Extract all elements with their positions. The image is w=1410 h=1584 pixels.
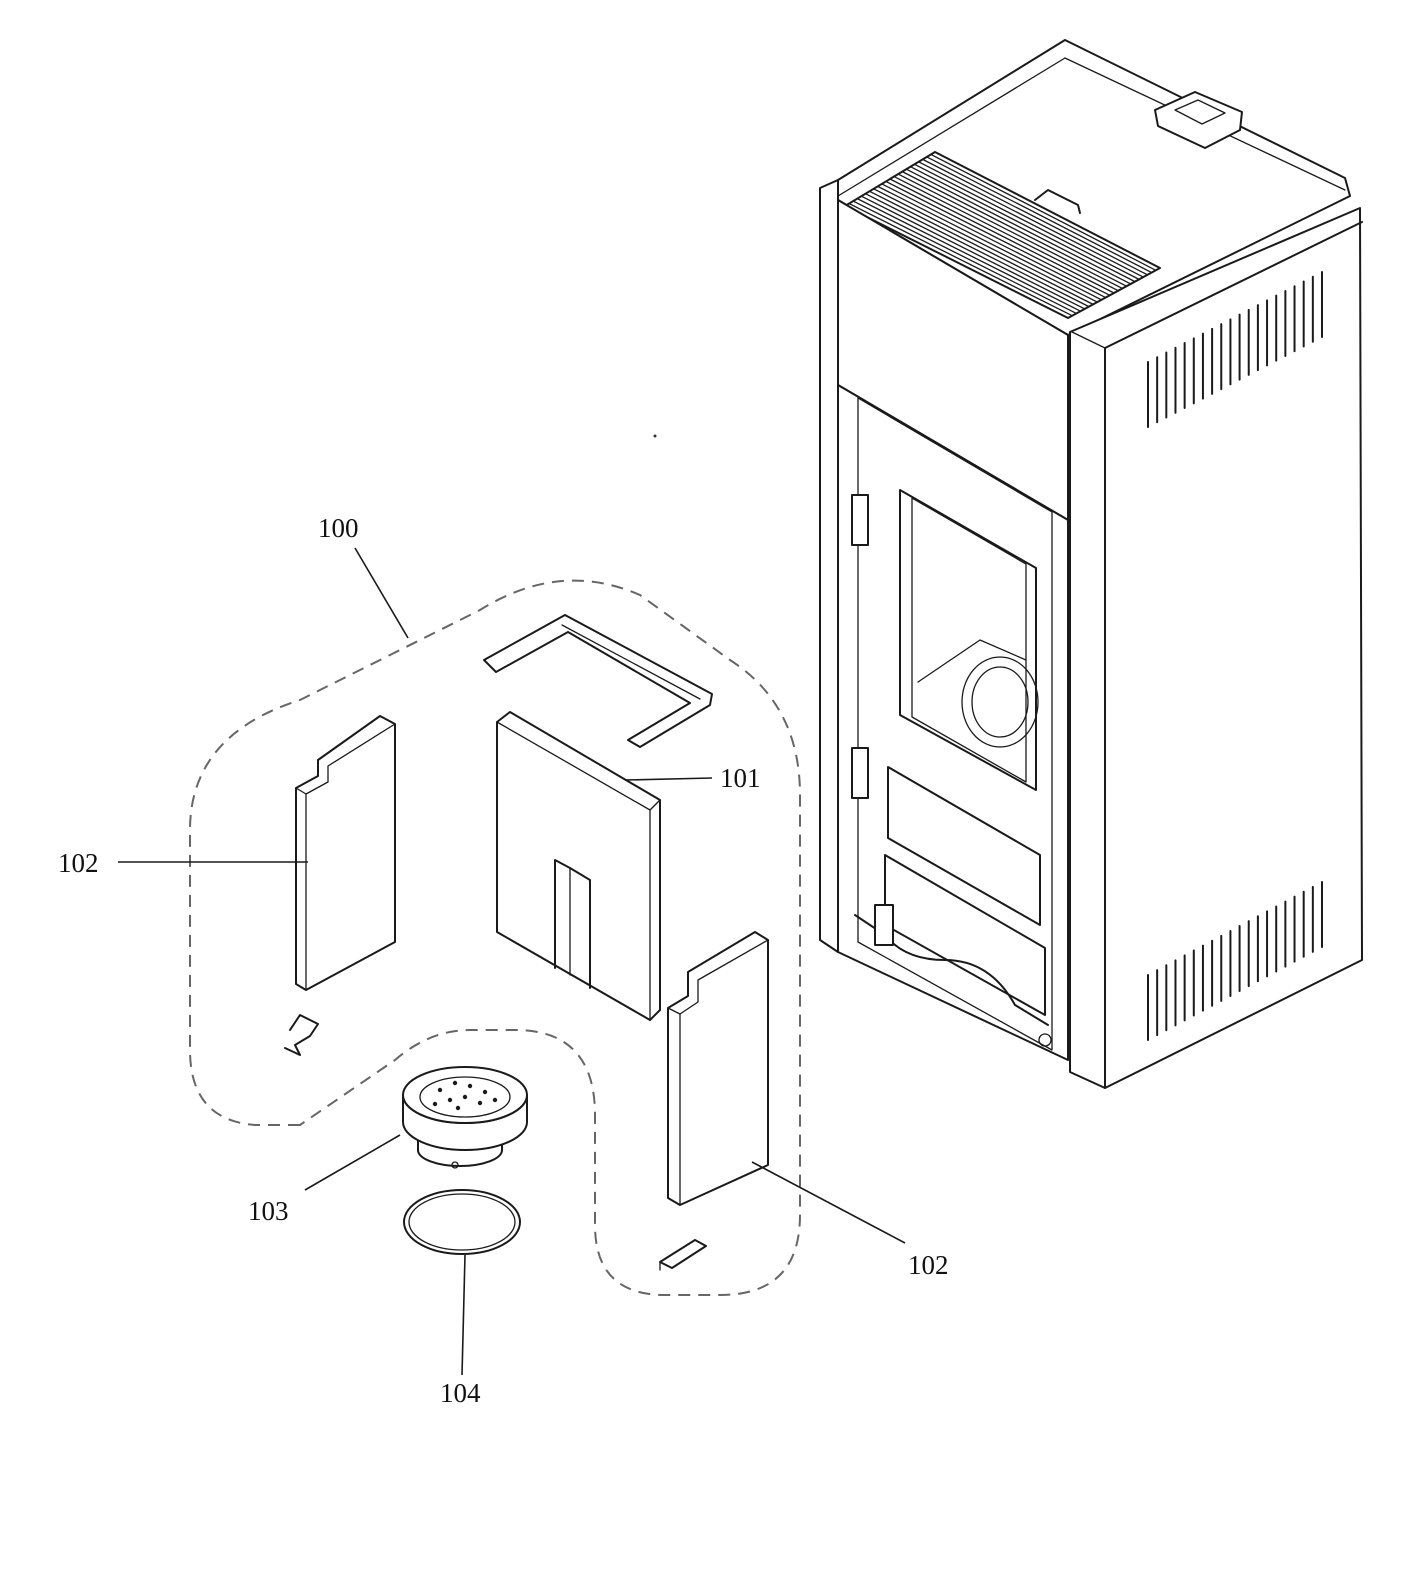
air-hole (437, 1087, 443, 1093)
grille-bar (885, 180, 1111, 296)
grille-bar (905, 168, 1132, 285)
leader-103 (304, 1134, 401, 1191)
grille-bar (848, 202, 1073, 317)
grille-bar (889, 178, 1115, 294)
grille-bar (852, 200, 1078, 315)
grille-bar (877, 185, 1103, 301)
callout-102-right: 102 (908, 1250, 949, 1280)
left-clip (284, 1014, 319, 1056)
air-hole (482, 1089, 488, 1095)
air-hole (432, 1101, 438, 1107)
air-hole (455, 1105, 461, 1111)
assembly-outline (189, 579, 801, 1296)
grille-bar (909, 166, 1136, 283)
leader-101 (624, 777, 713, 781)
callout-103: 103 (248, 1196, 289, 1226)
callout-101: 101 (720, 763, 761, 793)
callout-104: 104 (440, 1378, 481, 1408)
side-panel-louvered (1069, 207, 1363, 1089)
grille-bar (881, 183, 1107, 299)
viewing-window (899, 489, 1039, 791)
grille-bar (926, 156, 1153, 274)
grille-bar (864, 193, 1090, 308)
air-hole (447, 1097, 453, 1103)
grille-bar (930, 153, 1157, 271)
leader-100 (354, 547, 409, 639)
callout-102-left: 102 (58, 848, 99, 878)
grille-bar (917, 161, 1144, 278)
grille-bar (897, 173, 1124, 290)
grille-bar (913, 163, 1140, 281)
leader-102-right (751, 1161, 906, 1244)
leader-104 (461, 1254, 466, 1376)
right-clip (659, 1239, 707, 1271)
right-side-panel (667, 931, 769, 1206)
grille-bar (860, 195, 1086, 310)
left-side-panel (295, 715, 396, 991)
gasket-ring-icon (403, 1189, 521, 1255)
air-hole (462, 1094, 468, 1100)
grille-bar (872, 188, 1098, 303)
top-grille (844, 151, 1161, 319)
stove-body (819, 39, 1363, 1089)
burner-pot-icon (402, 1066, 528, 1169)
grille-bar (901, 170, 1128, 287)
air-hole (477, 1100, 483, 1106)
grille-bar (893, 175, 1119, 292)
grille-bar (856, 197, 1082, 312)
control-panel-icon (1154, 91, 1243, 149)
grille-bar (868, 190, 1094, 306)
air-hole (452, 1080, 458, 1086)
ash-drawer (884, 766, 1046, 1016)
air-hole (467, 1083, 473, 1089)
back-refractory-panel (496, 711, 661, 1021)
air-hole (492, 1097, 498, 1103)
top-bracket (483, 614, 713, 748)
callout-100: 100 (318, 513, 359, 543)
grille-bar (922, 158, 1149, 276)
